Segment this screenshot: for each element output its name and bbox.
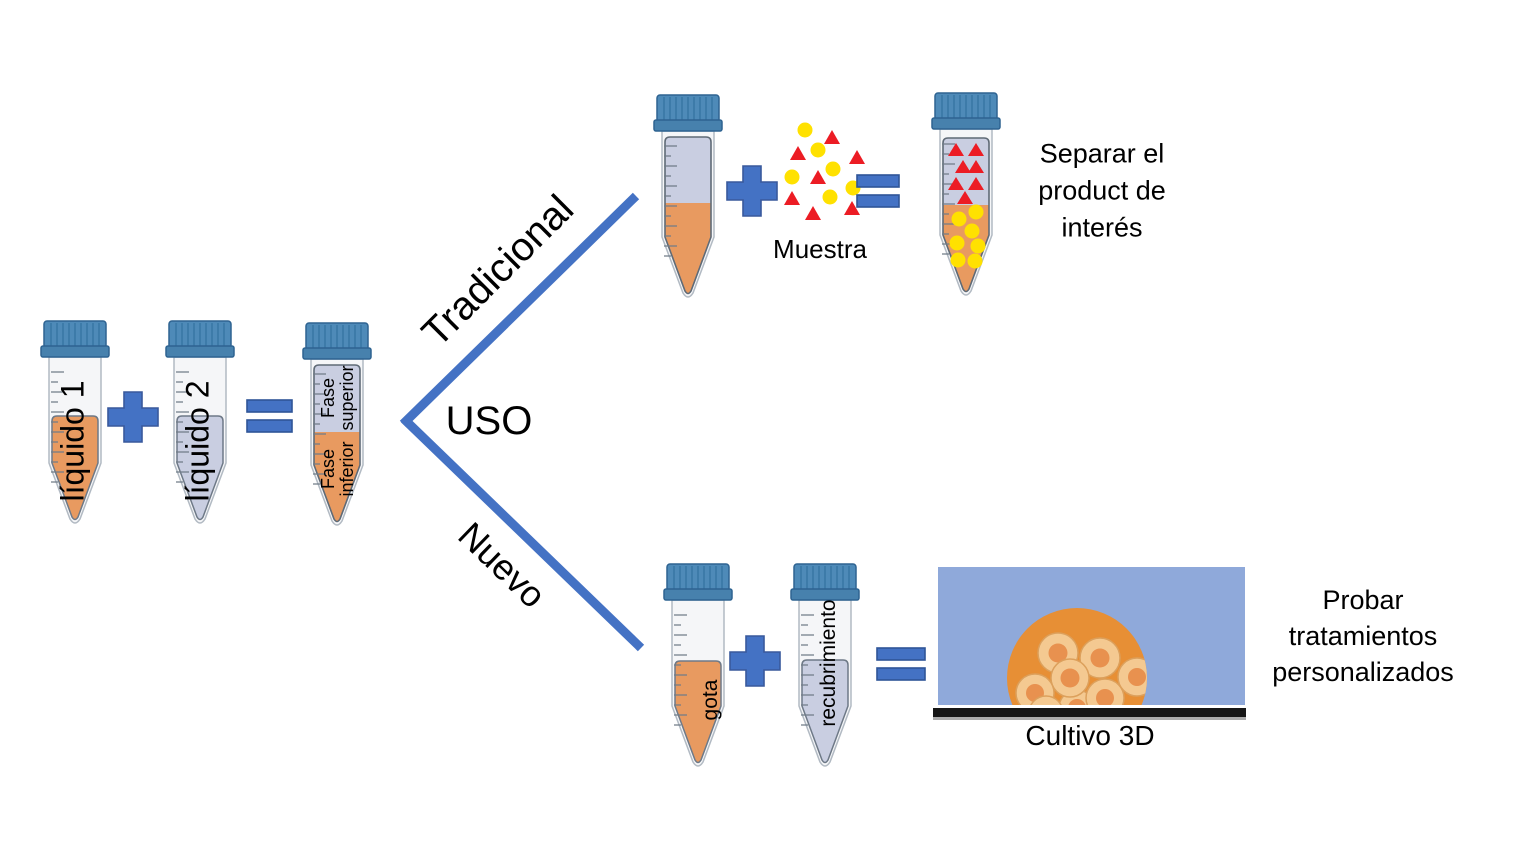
tube-liquido-2 [165, 320, 235, 524]
culture-base-bar-shadow [933, 717, 1246, 720]
liquid-orange [674, 660, 722, 764]
label-fase-inferior: Fase inferior [318, 441, 357, 497]
tube-cap [165, 320, 235, 358]
phase-inferior-liquid [665, 203, 711, 294]
liquid-lavender [176, 415, 224, 521]
yellow-particles [784, 122, 861, 205]
tube-cap [931, 92, 1001, 130]
culture-panel [938, 567, 1245, 705]
equals-icon [246, 399, 293, 433]
red-particles [784, 130, 865, 220]
label-recubrimiento: recubrimiento [816, 599, 840, 727]
caption-probar-tratamientos: Probar tratamientos personalizados [1272, 585, 1454, 687]
plus-icon [729, 635, 781, 687]
equals-icon [876, 647, 926, 681]
tube-sample-input [653, 94, 723, 298]
label-gota: gota [698, 679, 722, 721]
liquid-orange [51, 415, 99, 521]
tube-cap [40, 320, 110, 358]
tube-recubrimiento [790, 563, 860, 767]
branch-line-traditional [399, 192, 640, 428]
label-liquido-1: líquido 1 [54, 380, 91, 502]
tube-liquido-1 [40, 320, 110, 524]
tube-separated-result [931, 92, 1001, 296]
label-muestra: Muestra [773, 234, 867, 265]
spheroid-cells [1015, 632, 1147, 705]
equals-icon [856, 174, 900, 208]
tube-two-phase-result [302, 322, 372, 526]
tube-cap [302, 322, 372, 360]
plus-icon [726, 165, 778, 217]
plus-icon [107, 391, 159, 443]
culture-base-bar [933, 708, 1246, 717]
separated-yellow-particles [949, 204, 986, 269]
label-uso: USO [445, 399, 533, 443]
sample-particles [784, 122, 865, 220]
branch-line-new [400, 415, 645, 652]
tube-cap [663, 563, 733, 601]
tube-gota [663, 563, 733, 767]
caption-separar-producto: Separar el product de interés [1038, 138, 1166, 243]
label-cultivo-3d: Cultivo 3D [1025, 719, 1155, 751]
culture-spheroid [1007, 608, 1147, 705]
tube-cap [790, 563, 860, 601]
label-fase-superior: Fase superior [318, 365, 357, 431]
label-liquido-2: líquido 2 [179, 380, 216, 502]
liquid-lavender [801, 659, 849, 764]
separated-red-particles [948, 143, 984, 204]
tube-cap [653, 94, 723, 132]
